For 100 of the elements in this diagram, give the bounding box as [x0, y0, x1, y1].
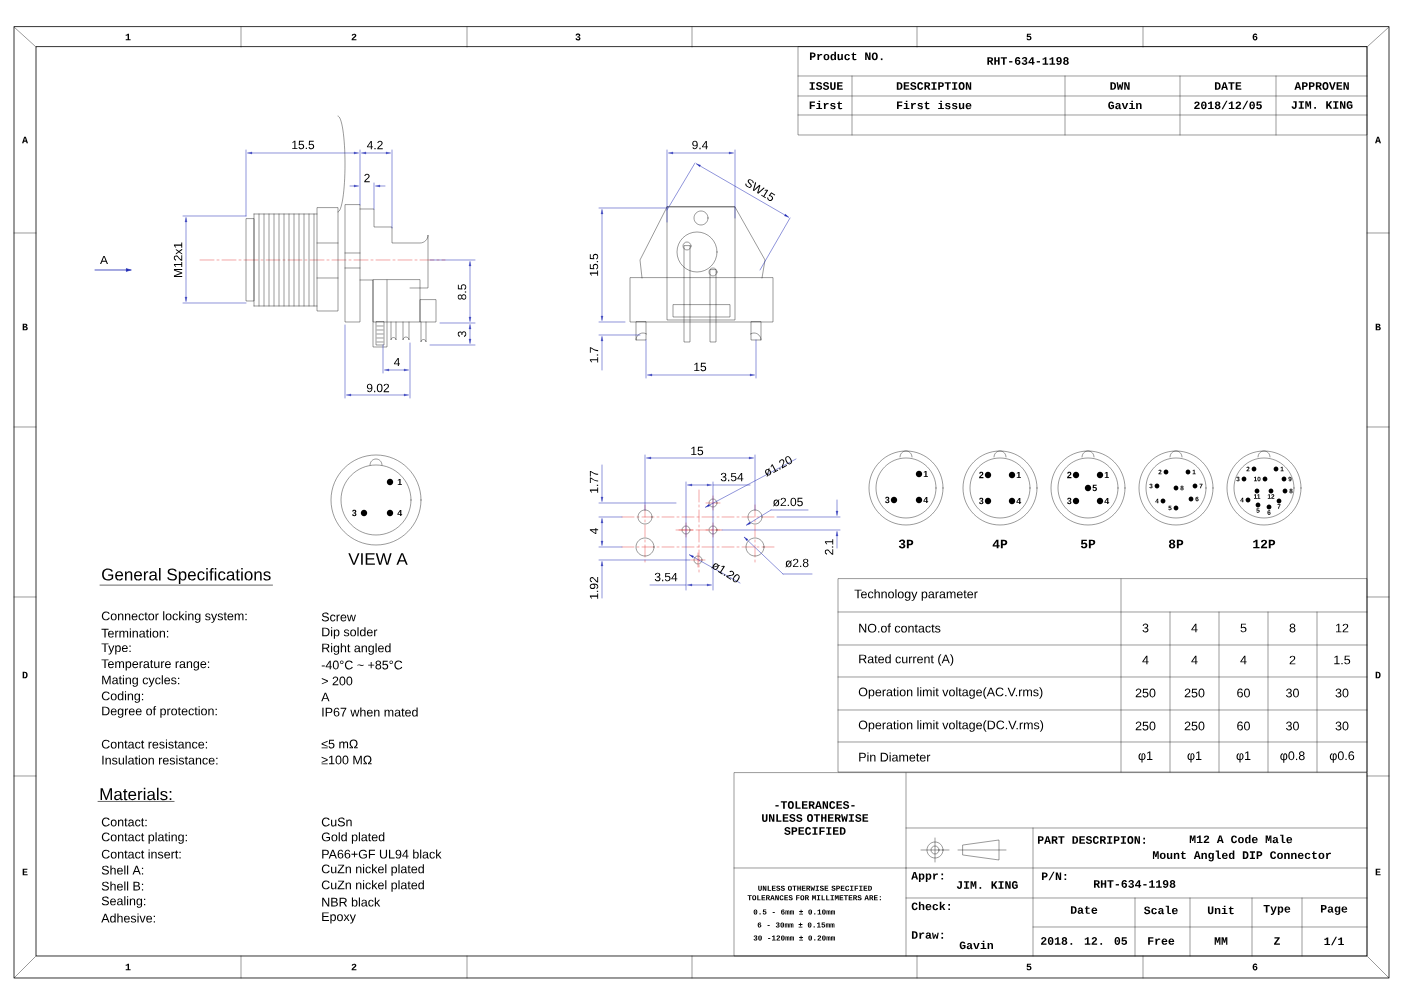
- title-block-text: Type: [1263, 905, 1291, 915]
- table-cell: NO.of contacts: [859, 623, 941, 633]
- title-block-text: Check:: [911, 901, 950, 911]
- title-block-text: 2018. 12. 05: [1041, 937, 1128, 945]
- title-block-text: P/N:: [1042, 871, 1067, 881]
- table-cell: Rated current (A): [859, 654, 954, 666]
- pin-number: 4: [923, 496, 929, 504]
- title-block-text: First: [809, 100, 843, 110]
- spec-text: PA66+GF UL94 black: [322, 849, 442, 859]
- pin-number: 2: [979, 471, 984, 479]
- pin-number: 3: [885, 496, 890, 504]
- title-block-text: RHT-634-1198: [987, 57, 1069, 65]
- spec-text: Insulation resistance:: [102, 755, 218, 765]
- zone-label: D: [22, 671, 28, 679]
- spec-text: Contact:: [101, 817, 147, 827]
- spec-text: -40°C ~ +85°C: [321, 660, 403, 670]
- spec-text: CuZn nickel plated: [321, 880, 424, 892]
- title-block-text: Page: [1320, 905, 1348, 915]
- spec-text: Shell B:: [101, 881, 144, 891]
- zone-label: A: [1375, 136, 1381, 144]
- spec-text: Adhesive:: [101, 913, 155, 923]
- pin-count-label: 5P: [1080, 539, 1096, 549]
- title-block-text: Gavin: [1108, 100, 1142, 110]
- pin-count-label: 8P: [1168, 539, 1184, 549]
- dimension-text: ø2.8: [785, 558, 809, 568]
- pin-number: 3: [1067, 497, 1072, 505]
- dimension-text: 15.5: [292, 140, 315, 150]
- title-block-text: 2018/12/05: [1194, 100, 1262, 110]
- spec-text: Type:: [101, 643, 131, 655]
- spec-text: NBR black: [322, 897, 381, 907]
- pin-number: 4: [1016, 497, 1022, 505]
- zone-label: B: [1375, 323, 1381, 331]
- table-cell: 60: [1237, 721, 1250, 731]
- title-block-text: Draw:: [911, 931, 944, 939]
- zone-label: 6: [1252, 963, 1258, 971]
- spec-text: Right angled: [322, 643, 391, 655]
- spec-text: Sealing:: [101, 896, 146, 908]
- zone-label: 5: [1026, 33, 1032, 41]
- dimension-text: 2.1: [824, 539, 834, 555]
- title-block-text: Free: [1148, 937, 1175, 945]
- pin-count-label: 12P: [1253, 539, 1276, 549]
- table-cell: 250: [1184, 721, 1205, 731]
- spec-text: CuSn: [321, 817, 352, 827]
- table-cell: 2: [1289, 655, 1296, 665]
- table-cell: 4: [1191, 655, 1198, 665]
- title-block-text: MM: [1214, 937, 1228, 945]
- dimension-text: 1.77: [589, 470, 599, 493]
- dimension-text: 3.54: [720, 472, 744, 482]
- title-block-text: Gavin: [959, 940, 993, 950]
- table-cell: 60: [1237, 688, 1250, 698]
- dimension-text: 15: [694, 362, 707, 372]
- table-cell: 30: [1286, 721, 1299, 731]
- zone-label: 5: [1026, 963, 1032, 971]
- spec-text: Shell A:: [101, 865, 144, 875]
- zone-label: 1: [125, 963, 131, 971]
- title-block-text: Date: [1070, 906, 1098, 914]
- title-block-text: Appr:: [911, 872, 944, 882]
- spec-text: Epoxy: [322, 912, 356, 924]
- spec-text: ≤5 mΩ: [321, 739, 358, 749]
- dimension-text: 4: [589, 528, 599, 535]
- title-block-text: Mount Angled DIP Connector: [1152, 850, 1331, 862]
- pin-number: 4: [397, 509, 403, 517]
- pin-number: 5: [1092, 484, 1097, 492]
- spec-text: Contact resistance:: [101, 739, 208, 749]
- pin-number: 2: [1067, 471, 1072, 479]
- table-cell: 30: [1286, 688, 1299, 698]
- pin-number: 3: [352, 509, 357, 517]
- dimension-text: ø1.20: [710, 563, 740, 583]
- pin-count-label: 4P: [992, 539, 1008, 549]
- title-block-text: DWN: [1110, 82, 1130, 90]
- table-cell: 4: [1240, 655, 1247, 665]
- title-block-text: DESCRIPTION: [896, 82, 972, 90]
- zone-label: D: [1375, 671, 1381, 679]
- title-block-text: PART DESCRIPION:: [1038, 836, 1145, 844]
- table-cell: 250: [1184, 688, 1205, 698]
- spec-text: Screw: [321, 612, 356, 622]
- spec-text: Connector locking system:: [101, 611, 247, 623]
- pin-number: 4: [1104, 497, 1110, 505]
- dimension-text: 3: [457, 331, 467, 337]
- spec-text: Degree of protection:: [102, 706, 217, 718]
- table-cell: 30: [1335, 688, 1349, 698]
- table-cell: φ0.6: [1329, 751, 1355, 763]
- dimension-text: 4.2: [366, 140, 383, 150]
- table-cell: 4: [1142, 655, 1149, 665]
- title-block-text: RHT-634-1198: [1094, 880, 1176, 888]
- dimension-text: 15: [691, 446, 704, 456]
- title-block-text: Z: [1274, 937, 1280, 945]
- dimension-text: 9.02: [366, 383, 390, 393]
- table-cell: φ1: [1236, 751, 1251, 763]
- section-heading: Materials:: [97, 787, 175, 802]
- spec-text: Mating cycles:: [102, 675, 180, 687]
- table-cell: 12: [1336, 623, 1349, 633]
- spec-text: Temperature range:: [101, 659, 210, 671]
- zone-label: 3: [575, 33, 581, 41]
- dimension-text: 1.92: [589, 576, 599, 599]
- zone-label: A: [22, 136, 28, 144]
- title-block-text: APPROVEN: [1294, 82, 1349, 90]
- dimension-text: 1.7: [589, 347, 599, 363]
- table-cell: 5: [1240, 623, 1247, 633]
- table-cell: 30: [1335, 721, 1349, 731]
